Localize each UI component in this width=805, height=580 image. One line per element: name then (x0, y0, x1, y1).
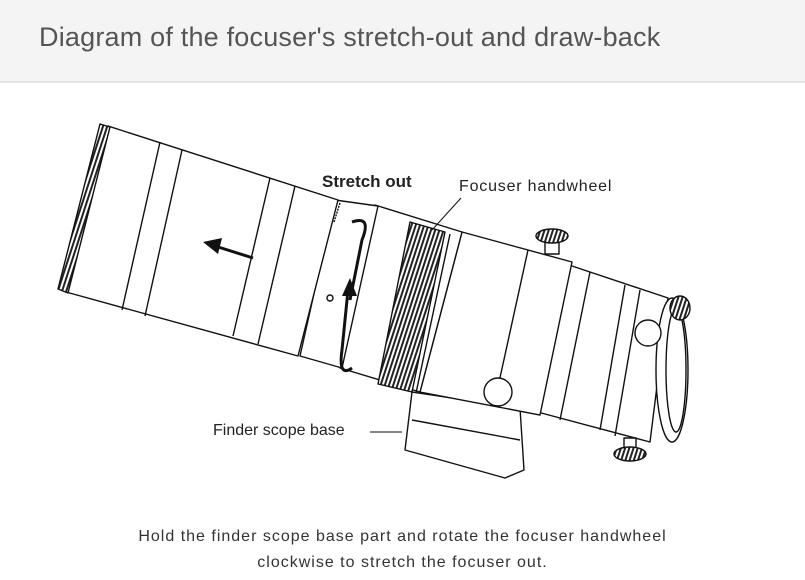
stretch-out-label: Stretch out (322, 172, 412, 191)
front-tube (65, 125, 339, 357)
knob-lower-right (613, 437, 647, 462)
front-knurled-ring (57, 123, 111, 294)
knob-bottom-middle (483, 377, 513, 407)
knob-top-right (669, 295, 691, 321)
page-title: Diagram of the focuser's stretch-out and… (39, 22, 661, 52)
arrow-head (203, 238, 222, 254)
header-bar: Diagram of the focuser's stretch-out and… (0, 0, 805, 83)
rotation-arrow (339, 219, 367, 373)
direction-arrow (214, 244, 254, 260)
finder-scope-diagram (57, 123, 691, 479)
knob-top (535, 228, 569, 255)
caption-line-2: clockwise to stretch the focuser out. (257, 554, 548, 571)
focuser-handwheel-label: Focuser handwheel (459, 178, 613, 195)
caption: Hold the finder scope base part and rota… (0, 524, 805, 576)
knob-right (634, 319, 662, 347)
rotation-arrowhead (342, 278, 357, 296)
finder-scope-base-label: Finder scope base (213, 422, 345, 439)
caption-line-1: Hold the finder scope base part and rota… (138, 528, 667, 545)
